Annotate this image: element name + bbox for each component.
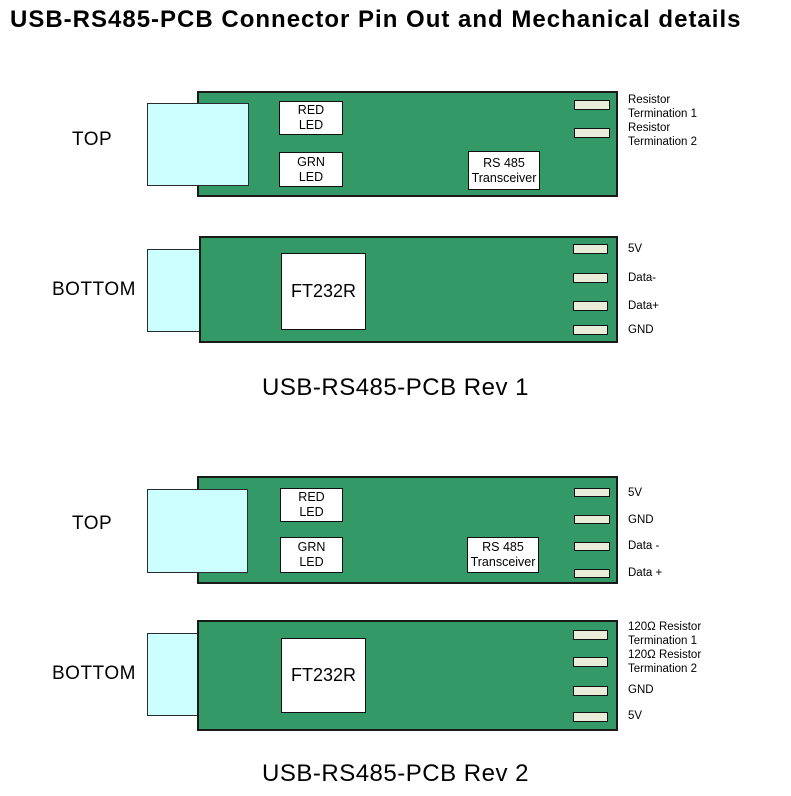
rev2-bottom-pcb-board [197,620,618,731]
pin-label-data-minus: Data- [628,272,657,284]
pin-label-gnd: GND [628,684,654,696]
ft232r-label: FT232R [290,281,357,301]
rev2-top-pad-data-plus [574,569,610,578]
rev2-top-pcb-board [197,476,618,584]
red-led-label-line2: LED [299,505,324,519]
rev2-top-pad-gnd [574,515,610,524]
rev1-top-red-led-box: RED LED [279,101,343,135]
rev2-top-usb-connector [147,489,248,573]
rs485-label-line2: Transceiver [470,555,536,569]
rs485-label-line1: RS 485 [482,540,524,554]
rev1-bottom-pcb-board [199,236,618,343]
pin-label-data-minus: Data - [628,540,660,552]
rev1-top-pcb-board [197,91,618,197]
pin-label: Termination 2 [628,136,698,148]
grn-led-label-line1: GRN [297,540,326,554]
ft232r-label: FT232R [290,665,357,685]
pin-label: Termination 2 [628,663,698,675]
rev2-bottom-termination-labels: 120Ω Resistor Termination 1 120Ω Resisto… [628,620,701,676]
pin-label: Resistor [628,122,671,134]
rev1-caption: USB-RS485-PCB Rev 1 [262,374,529,401]
red-led-label-line1: RED [297,103,325,117]
rev2-top-pad-data-minus [574,542,610,551]
rev2-bottom-pad-5v [573,712,608,722]
rev2-bottom-view-label: BOTTOM [52,663,136,684]
red-led-label-line1: RED [298,490,325,504]
red-led-label-line2: LED [298,118,324,132]
page-title: USB-RS485-PCB Connector Pin Out and Mech… [10,6,742,33]
rev1-top-grn-led-box: GRN LED [279,152,343,187]
rev1-top-rs485-transceiver-box: RS 485 Transceiver [468,151,540,190]
rev1-bottom-ft232r-box: FT232R [281,253,366,330]
pin-label: Termination 1 [628,108,698,120]
rev2-top-pad-5v [574,488,610,497]
rs485-label-line1: RS 485 [483,155,525,170]
rev1-bottom-pad-gnd [573,325,608,335]
pin-label: Termination 1 [628,635,698,647]
pin-label-5v: 5V [628,710,643,722]
rev2-bottom-ft232r-box: FT232R [281,638,366,713]
rev1-bottom-view-label: BOTTOM [52,279,136,300]
rev1-bottom-pad-data-minus [573,273,608,283]
pin-label: 120Ω Resistor [628,621,702,633]
rev2-top-grn-led-box: GRN LED [280,537,343,573]
pin-label-gnd: GND [628,324,654,336]
rs485-label-line2: Transceiver [471,170,537,185]
rev1-top-pad-termination1 [574,100,610,110]
rev1-bottom-pad-5v [573,244,608,254]
grn-led-label-line1: GRN [297,154,325,169]
rev2-bottom-pad-termination1 [573,630,608,640]
rev1-bottom-pad-data-plus [573,301,608,311]
grn-led-label-line2: LED [298,169,324,184]
rev2-bottom-pad-termination2 [573,657,608,667]
rev1-top-usb-connector [147,103,249,186]
pin-label: 120Ω Resistor [628,649,702,661]
rev1-top-pad-labels: Resistor Termination 1 Resistor Terminat… [628,93,697,149]
rev2-caption: USB-RS485-PCB Rev 2 [262,760,529,787]
pin-label: Resistor [628,94,671,106]
pin-label-data-plus: Data + [628,567,663,579]
rev2-top-view-label: TOP [72,513,113,534]
pin-label-5v: 5V [628,243,643,255]
pin-label-5v: 5V [628,487,643,499]
rev2-top-red-led-box: RED LED [280,488,343,522]
pin-label-data-plus: Data+ [628,300,660,312]
grn-led-label-line2: LED [299,555,324,569]
pin-label-gnd: GND [628,514,654,526]
rev2-top-rs485-transceiver-box: RS 485 Transceiver [467,537,539,573]
rev1-top-view-label: TOP [72,129,113,150]
rev2-bottom-pad-gnd [573,686,608,696]
rev1-top-pad-termination2 [574,128,610,138]
